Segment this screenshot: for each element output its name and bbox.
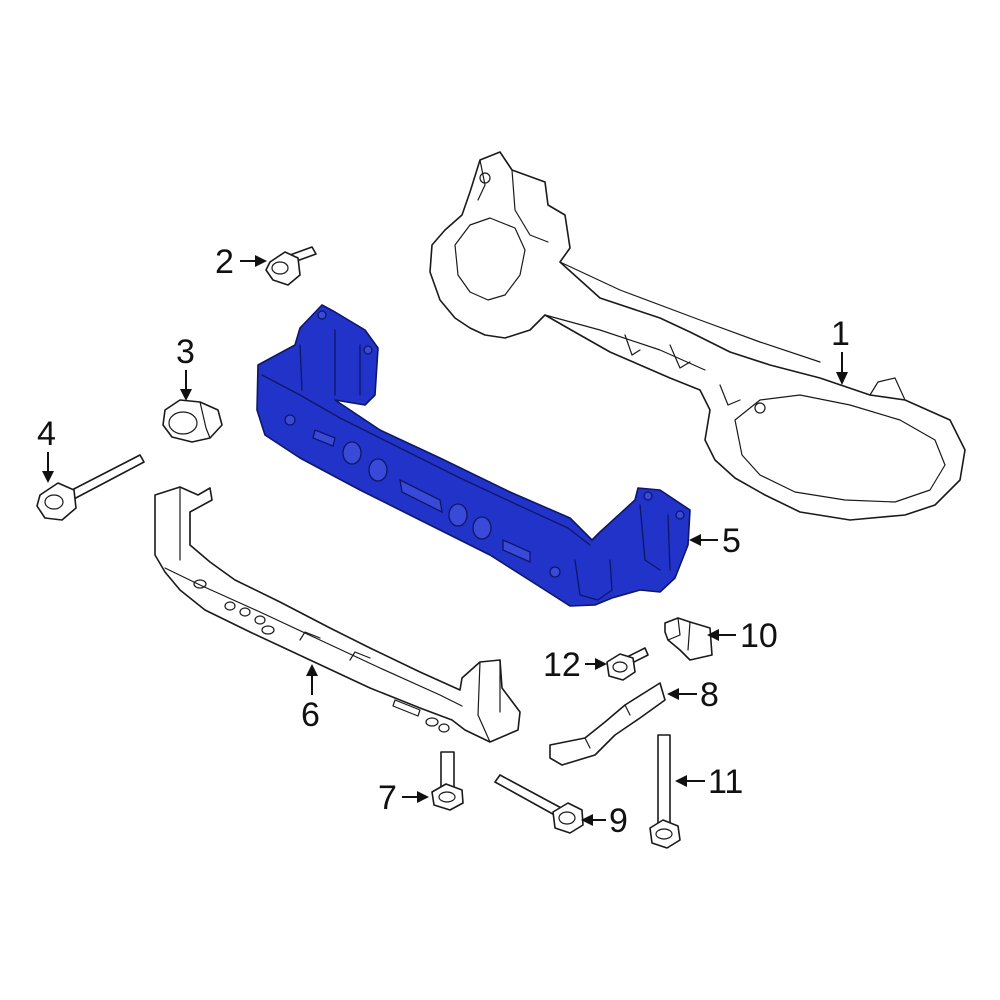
callout-6: 6 xyxy=(301,664,320,734)
callout-label-12: 12 xyxy=(543,646,581,684)
callout-11: 11 xyxy=(675,763,743,801)
part-5-lower-tie-bar[interactable] xyxy=(256,304,691,607)
callout-label-9: 9 xyxy=(609,802,628,840)
callout-3: 3 xyxy=(176,333,195,401)
part-2-bolt[interactable] xyxy=(265,246,317,286)
part-3-retainer-nut[interactable] xyxy=(162,399,223,443)
part-4-long-bolt[interactable] xyxy=(36,454,145,521)
callout-4: 4 xyxy=(37,415,56,483)
callout-label-3: 3 xyxy=(176,333,195,371)
part-9-bolt[interactable] xyxy=(494,774,584,834)
callout-label-5: 5 xyxy=(722,522,741,560)
callout-label-1: 1 xyxy=(831,315,850,353)
callout-label-11: 11 xyxy=(708,763,743,801)
callout-label-7: 7 xyxy=(378,779,397,817)
callout-7: 7 xyxy=(378,779,429,817)
callout-9: 9 xyxy=(581,802,628,840)
callout-label-4: 4 xyxy=(37,415,56,453)
callout-label-8: 8 xyxy=(700,676,719,714)
part-8-bracket-strip[interactable] xyxy=(549,682,666,766)
part-12-bolt[interactable] xyxy=(606,647,649,681)
callout-label-2: 2 xyxy=(215,243,234,281)
callout-10: 10 xyxy=(707,617,778,655)
part-11-long-bolt[interactable] xyxy=(649,734,681,849)
part-6-lower-bracket[interactable] xyxy=(154,486,521,743)
part-1-radiator-support-frame[interactable] xyxy=(429,151,966,521)
callout-2: 2 xyxy=(215,243,267,281)
callout-label-6: 6 xyxy=(301,696,320,734)
callout-12: 12 xyxy=(543,646,607,684)
part-10-clip[interactable] xyxy=(664,617,713,661)
callout-8: 8 xyxy=(667,676,719,714)
callout-1: 1 xyxy=(831,315,850,385)
callout-5: 5 xyxy=(689,522,741,560)
part-7-stud-bolt[interactable] xyxy=(431,751,464,811)
callout-label-10: 10 xyxy=(740,617,778,655)
